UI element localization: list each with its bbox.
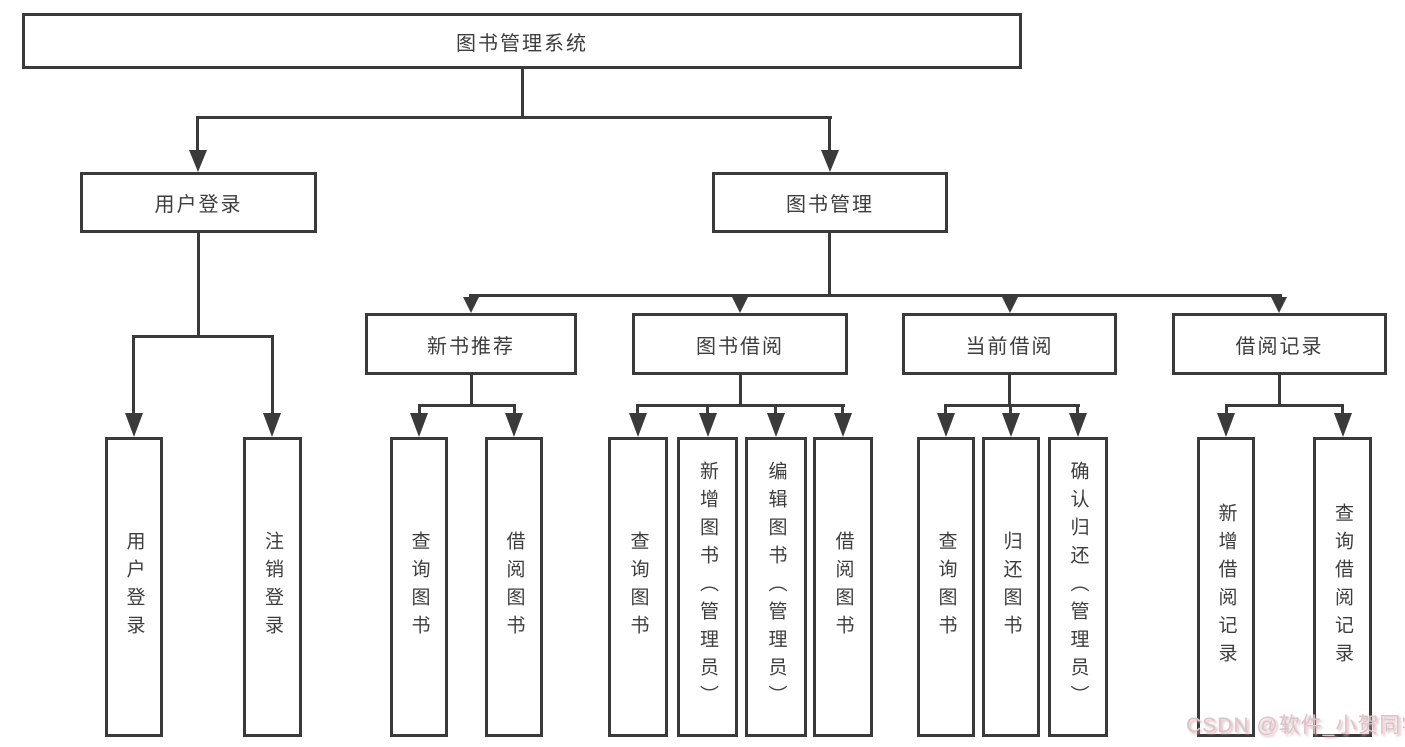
node-label: 用户登录 xyxy=(154,194,243,216)
node-borrow-records: 借阅记录 xyxy=(1172,313,1387,375)
node-label: 图书借阅 xyxy=(696,335,784,358)
arrow-down-icon xyxy=(463,297,479,313)
arrow-down-icon xyxy=(1334,413,1352,437)
connector-stem xyxy=(706,404,709,416)
arrow-down-icon xyxy=(1002,297,1018,313)
node-label: 图书管理 xyxy=(786,194,874,216)
node-book-management: 图书管理 xyxy=(712,172,948,233)
arrow-down-icon xyxy=(263,413,281,437)
leaf-query-books-borrow: 查询图书 xyxy=(608,437,668,737)
node-user-login: 用户登录 xyxy=(80,172,317,233)
arrow-down-icon xyxy=(410,413,428,437)
connector-hline xyxy=(945,404,1080,407)
connector-hline xyxy=(418,404,516,407)
leaf-logout-login: 注销登录 xyxy=(243,437,302,737)
leaf-query-borrow-record: 查询借阅记录 xyxy=(1313,437,1372,737)
leaf-query-books-current: 查询图书 xyxy=(917,437,975,737)
leaf-label: 确认归还（管理员） xyxy=(1067,461,1089,713)
arrow-down-icon xyxy=(1069,413,1087,437)
connector-root-vline xyxy=(521,69,524,119)
arrow-down-icon xyxy=(821,150,839,172)
leaf-edit-book-admin: 编辑图书（管理员） xyxy=(745,437,807,737)
arrow-down-icon xyxy=(505,413,523,437)
leaf-label: 借阅图书 xyxy=(503,531,525,643)
connector-vline xyxy=(470,375,473,406)
connector-hline xyxy=(637,404,845,407)
node-book-borrow: 图书借阅 xyxy=(632,313,848,375)
connector-stem xyxy=(513,404,516,416)
arrow-down-icon xyxy=(125,413,143,437)
leaf-label: 编辑图书（管理员） xyxy=(765,461,787,713)
leaf-query-books-newbook: 查询图书 xyxy=(390,437,448,737)
leaf-borrow-books-borrow: 借阅图书 xyxy=(813,437,873,737)
node-label: 当前借阅 xyxy=(965,335,1054,358)
connector-stem xyxy=(132,335,135,415)
node-current-borrow: 当前借阅 xyxy=(902,313,1117,375)
leaf-label: 查询图书 xyxy=(408,531,430,643)
leaf-borrow-books-newbook: 借阅图书 xyxy=(485,437,543,737)
connector-stem xyxy=(418,404,421,416)
leaf-label: 新增借阅记录 xyxy=(1215,503,1237,671)
connector-stem xyxy=(841,404,844,416)
arrow-down-icon xyxy=(189,150,207,172)
arrow-down-icon xyxy=(937,413,955,437)
leaf-user-login: 用户登录 xyxy=(105,437,163,737)
leaf-label: 用户登录 xyxy=(123,531,145,643)
connector-book-mgmt-vline xyxy=(828,233,831,297)
leaf-label: 注销登录 xyxy=(262,531,283,643)
leaf-add-borrow-record: 新增借阅记录 xyxy=(1197,437,1255,737)
arrow-down-icon xyxy=(1271,297,1287,313)
leaf-label: 查询借阅记录 xyxy=(1332,503,1353,671)
connector-level1-hline xyxy=(196,116,832,119)
connector-vline xyxy=(1008,375,1011,406)
leaf-label: 借阅图书 xyxy=(832,531,854,643)
arrow-down-icon xyxy=(732,297,748,313)
arrow-down-icon xyxy=(1217,413,1235,437)
connector-level3-hline xyxy=(469,294,1282,297)
connector-user-login-hline xyxy=(132,335,274,338)
connector-stem-user-login xyxy=(196,116,199,152)
arrow-down-icon xyxy=(1002,413,1020,437)
node-new-book-recommend: 新书推荐 xyxy=(365,313,577,375)
connector-vline xyxy=(1278,375,1281,406)
arrow-down-icon xyxy=(629,413,647,437)
connector-stem xyxy=(636,404,639,416)
watermark-text: CSDN @软件_小贺同学 xyxy=(1186,714,1405,737)
arrow-down-icon xyxy=(699,413,717,437)
arrow-down-icon xyxy=(834,413,852,437)
leaf-label: 新增图书（管理员） xyxy=(697,461,718,713)
node-label: 借阅记录 xyxy=(1235,335,1324,358)
leaf-label: 查询图书 xyxy=(627,531,649,643)
connector-stem xyxy=(1009,404,1012,416)
connector-hline xyxy=(1225,404,1344,407)
connector-stem xyxy=(1225,404,1228,416)
node-library-management-system: 图书管理系统 xyxy=(22,13,1022,69)
connector-stem xyxy=(944,404,947,416)
connector-stem xyxy=(774,404,777,416)
connector-stem xyxy=(271,335,274,415)
node-label: 图书管理系统 xyxy=(456,32,588,55)
connector-stem xyxy=(1076,404,1079,416)
leaf-return-books: 归还图书 xyxy=(982,437,1040,737)
connector-stem-book-mgmt xyxy=(828,116,831,152)
connector-user-login-vline xyxy=(197,233,200,337)
node-label: 新书推荐 xyxy=(427,335,515,358)
leaf-label: 查询图书 xyxy=(935,531,957,643)
leaf-label: 归还图书 xyxy=(1000,531,1022,643)
connector-vline xyxy=(739,375,742,406)
leaf-add-book-admin: 新增图书（管理员） xyxy=(677,437,738,737)
leaf-confirm-return-admin: 确认归还（管理员） xyxy=(1048,437,1108,737)
arrow-down-icon xyxy=(767,413,785,437)
connector-stem xyxy=(1341,404,1344,416)
